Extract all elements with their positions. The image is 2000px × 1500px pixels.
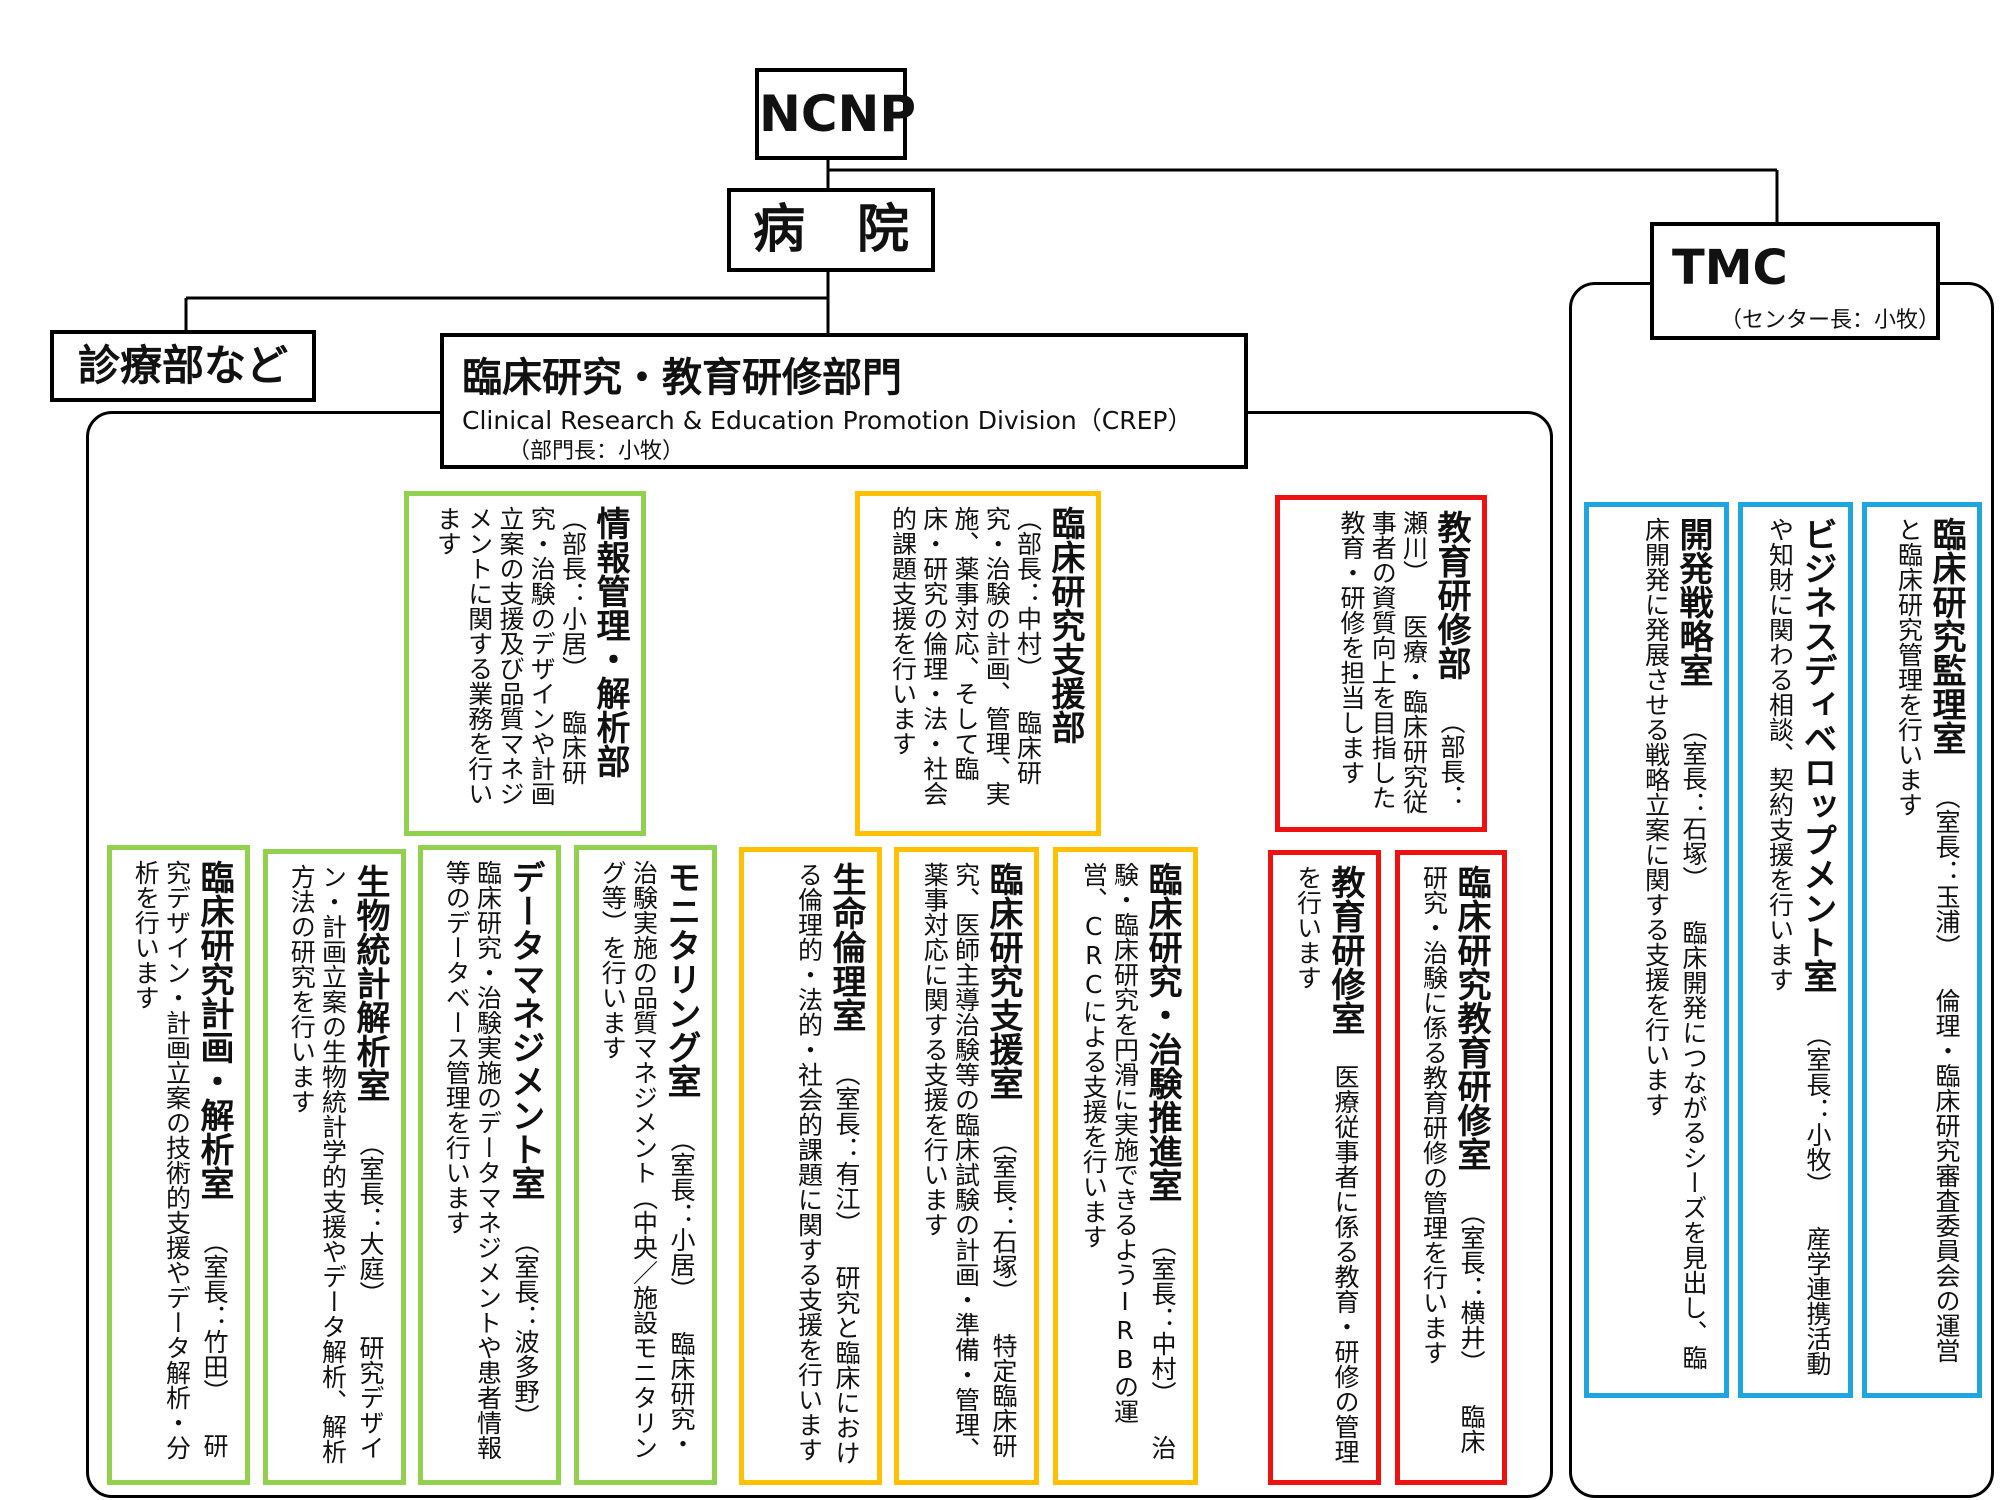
tmc-title: TMC — [1672, 240, 1788, 296]
room-desc: 研究デザイン・計画立案の技術的支援やデータ解析・分析を行います — [131, 860, 229, 1460]
room-desc: 臨床開発につながるシーズを見出し、臨床開発に発展させる戦略立案に関する支援を行い… — [1641, 517, 1709, 1370]
room-desc: 倫理・臨床研究審査委員会の運営と臨床研究管理を行います — [1894, 517, 1962, 1363]
room-title: データマネジメント室 — [505, 860, 545, 1200]
room-clinical-support: 臨床研究支援室 （室長：石塚） 特定臨床研究、医師主導治験等の臨床試験の計画・準… — [894, 847, 1039, 1485]
room-head: （室長：小居） — [667, 1127, 696, 1302]
room-head: （室長：横井） — [1457, 1200, 1486, 1375]
room-biostatistics: 生物統計解析室 （室長：大庭） 研究デザイン・計画立案の生物統計学的支援やデータ… — [263, 849, 406, 1485]
room-desc: 研究と臨床における倫理的・法的・社会的課題に関する支援を行います — [794, 862, 862, 1465]
room-head: （室長：竹田） — [200, 1229, 229, 1404]
dept-desc: 臨床研究・治験の計画、管理、実施、薬事対応、そして臨床・研究の倫理・法・社会的課… — [888, 506, 1043, 806]
dept-head: （部長：中村） — [1013, 506, 1043, 681]
room-title: モニタリング室 — [661, 860, 701, 1098]
dept-education: 教育研修部 （部長：瀬川） 医療・臨床研究従事者の資質向上を目指した教育・研修を… — [1275, 495, 1487, 832]
dept-title: 臨床研究支援部 — [1045, 506, 1085, 744]
ncnp-box: NCNP — [755, 68, 916, 160]
room-head: （室長：石塚） — [989, 1129, 1018, 1304]
room-clinical-education: 臨床研究教育研修室 （室長：横井） 臨床研究・治験に係る教育研修の管理を行います — [1395, 850, 1507, 1485]
dept-title: 情報管理・解析部 — [590, 506, 630, 778]
room-head: （室長：石塚） — [1679, 716, 1708, 891]
dept-info-analysis: 情報管理・解析部 （部長：小居） 臨床研究・治験のデザインや計画立案の支援及び品… — [404, 491, 646, 836]
dept-title: 教育研修部 — [1431, 510, 1471, 680]
dept-desc: 医療・臨床研究従事者の資質向上を目指した教育・研修を担当します — [1337, 510, 1429, 814]
room-desc: 治験・臨床研究を円滑に実施できるようIRBの運営、CRCによる支援を行います — [1079, 862, 1177, 1460]
tmc-head: （センター長：小牧） — [1720, 308, 1941, 333]
room-title: 臨床研究支援室 — [983, 862, 1023, 1100]
room-title: ビジネスディベロップメント室 — [1797, 517, 1837, 993]
room-head: （室長：中村） — [1148, 1231, 1177, 1406]
crep-head: （部門長：小牧） — [508, 439, 685, 464]
room-bioethics: 生命倫理室 （室長：有江） 研究と臨床における倫理的・法的・社会的課題に関する支… — [739, 847, 882, 1485]
room-monitoring: モニタリング室 （室長：小居） 臨床研究・治験実施の品質マネジメント（中央／施設… — [574, 845, 717, 1485]
room-desc: 臨床研究・治験実施のデータマネジメントや患者情報等のデータベース管理を行います — [442, 860, 503, 1460]
room-title: 臨床研究教育研修室 — [1451, 865, 1491, 1171]
room-data-management: データマネジメント室 （室長：波多野） 臨床研究・治験実施のデータマネジメントや… — [418, 845, 561, 1485]
room-title: 臨床研究監理室 — [1926, 517, 1966, 755]
room-title: 生命倫理室 — [826, 862, 866, 1032]
tmc-room-business-dev: ビジネスディベロップメント室 （室長：小牧） 産学連携活動や知財に関わる相談、契… — [1738, 502, 1853, 1398]
room-desc: 臨床研究・治験に係る教育研修の管理を行います — [1419, 865, 1487, 1454]
room-desc: 臨床研究・治験実施の品質マネジメント（中央／施設モニタリング等）を行います — [598, 860, 696, 1460]
room-title: 生物統計解析室 — [350, 864, 390, 1102]
room-title: 臨床研究・治験推進室 — [1142, 862, 1182, 1202]
room-head: （室長：玉浦） — [1932, 784, 1961, 959]
tmc-room-oversight: 臨床研究監理室 （室長：玉浦） 倫理・臨床研究審査委員会の運営と臨床研究管理を行… — [1862, 502, 1982, 1398]
ncnp-label: NCNP — [759, 85, 917, 143]
room-title: 教育研修室 — [1325, 865, 1365, 1035]
room-head: （室長：有江） — [832, 1061, 861, 1236]
crep-title: 臨床研究・教育研修部門 — [462, 355, 902, 401]
dept-clinical-support: 臨床研究支援部 （部長：中村） 臨床研究・治験の計画、管理、実施、薬事対応、そし… — [855, 491, 1101, 836]
room-education-training: 教育研修室 医療従事者に係る教育・研修の管理を行います — [1268, 850, 1381, 1485]
room-head: （室長：小牧） — [1803, 1022, 1832, 1197]
hospital-box: 病 院 — [727, 188, 935, 272]
dept-desc: 臨床研究・治験のデザインや計画立案の支援及び品質マネジメントに関する業務を行いま… — [433, 506, 588, 806]
dept-head: （部長：小居） — [558, 506, 588, 681]
dept-head: （部長：瀬川） — [1399, 510, 1467, 809]
room-head: （室長：大庭） — [356, 1131, 385, 1306]
crep-title-box: 臨床研究・教育研修部門 Clinical Research & Educatio… — [440, 333, 1248, 469]
room-desc: 特定臨床研究、医師主導治験等の臨床試験の計画・準備・管理、薬事対応に関する支援を… — [920, 862, 1018, 1462]
room-trial-promotion: 臨床研究・治験推進室 （室長：中村） 治験・臨床研究を円滑に実施できるようIRB… — [1053, 847, 1198, 1485]
room-planning-analysis: 臨床研究計画・解析室 （室長：竹田） 研究デザイン・計画立案の技術的支援やデータ… — [107, 845, 250, 1485]
room-desc: 産学連携活動や知財に関わる相談、契約支援を行います — [1765, 517, 1833, 1376]
room-title: 臨床研究計画・解析室 — [194, 860, 234, 1200]
tmc-room-dev-strategy: 開発戦略室 （室長：石塚） 臨床開発につながるシーズを見出し、臨床開発に発展させ… — [1584, 502, 1729, 1398]
room-desc: 研究デザイン・計画立案の生物統計学的支援やデータ解析、解析方法の研究を行います — [287, 864, 385, 1464]
shinryo-label: 診療部など — [77, 341, 288, 390]
tmc-title-box: TMC （センター長：小牧） — [1650, 222, 1940, 340]
hospital-label: 病 院 — [752, 200, 909, 260]
crep-english: Clinical Research & Education Promotion … — [462, 406, 1193, 435]
room-title: 開発戦略室 — [1673, 517, 1713, 687]
room-desc: 医療従事者に係る教育・研修の管理を行います — [1293, 865, 1361, 1464]
shinryo-box: 診療部など — [50, 330, 316, 402]
room-head: （室長：波多野） — [511, 1229, 540, 1429]
